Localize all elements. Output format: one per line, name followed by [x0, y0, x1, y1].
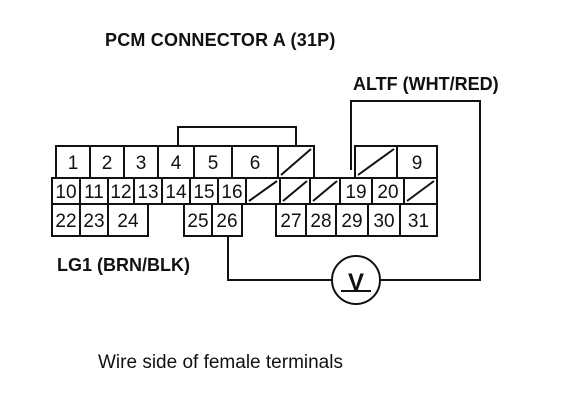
- terminal-number-12: 12: [110, 182, 131, 203]
- lg1-probe-wire: [227, 236, 331, 281]
- blocked-cavity-slash: [282, 180, 308, 202]
- terminal-number-28: 28: [310, 211, 331, 232]
- terminal-number-15: 15: [193, 182, 214, 203]
- terminal-number-20: 20: [377, 182, 398, 203]
- terminal-cavity-12: [107, 177, 135, 205]
- terminal-number-29: 29: [341, 211, 362, 232]
- terminal-number-2: 2: [102, 153, 113, 174]
- altf-probe-wire: [350, 100, 481, 281]
- voltmeter-symbol: V: [348, 269, 364, 296]
- terminal-side-caption: Wire side of female terminals: [98, 352, 343, 373]
- terminal-number-9: 9: [412, 153, 423, 174]
- terminal-number-22: 22: [55, 211, 76, 232]
- terminal-number-13: 13: [137, 182, 158, 203]
- terminal-number-16: 16: [221, 182, 242, 203]
- terminal-number-5: 5: [208, 153, 219, 174]
- terminal-number-31: 31: [408, 211, 429, 232]
- terminal-number-30: 30: [373, 211, 394, 232]
- connector-title: PCM CONNECTOR A (31P): [105, 30, 336, 50]
- terminal-cavity-15: [189, 177, 219, 205]
- terminal-cavity-24: [107, 203, 149, 237]
- altf-wire-label: ALTF (WHT/RED): [353, 74, 499, 94]
- terminal-number-27: 27: [280, 211, 301, 232]
- terminal-number-11: 11: [84, 182, 104, 203]
- terminal-number-25: 25: [187, 211, 208, 232]
- terminal-cavity-16: [217, 177, 247, 205]
- blocked-cavity-slash: [248, 180, 278, 202]
- terminal-cavity-10: [51, 177, 81, 205]
- terminal-cavity-26: [211, 203, 243, 237]
- terminal-number-26: 26: [216, 211, 237, 232]
- lg1-wire-label: LG1 (BRN/BLK): [57, 255, 190, 275]
- terminal-cavity-22: [51, 203, 81, 237]
- blocked-cavity-slash: [280, 148, 312, 176]
- terminal-number-10: 10: [55, 182, 76, 203]
- terminal-number-3: 3: [136, 153, 147, 174]
- terminal-cavity-9: [396, 145, 438, 179]
- terminal-number-4: 4: [171, 153, 182, 174]
- terminal-cavity-11: [79, 177, 109, 205]
- blocked-cavity-slash: [406, 180, 435, 202]
- terminal-number-19: 19: [345, 182, 366, 203]
- connector-latch: [177, 126, 297, 146]
- terminal-number-14: 14: [165, 182, 187, 203]
- terminal-cavity-27: [275, 203, 307, 237]
- blocked-cavity-slash: [357, 148, 395, 176]
- terminal-cavity-28: [305, 203, 337, 237]
- terminal-number-1: 1: [68, 153, 79, 174]
- terminal-cavity-14: [161, 177, 191, 205]
- terminal-number-23: 23: [83, 211, 104, 232]
- blocked-cavity-slash: [312, 180, 338, 202]
- terminal-number-24: 24: [117, 211, 139, 232]
- terminal-cavity-25: [183, 203, 213, 237]
- terminal-number-6: 6: [250, 153, 261, 174]
- terminal-cavity-31: [399, 203, 438, 237]
